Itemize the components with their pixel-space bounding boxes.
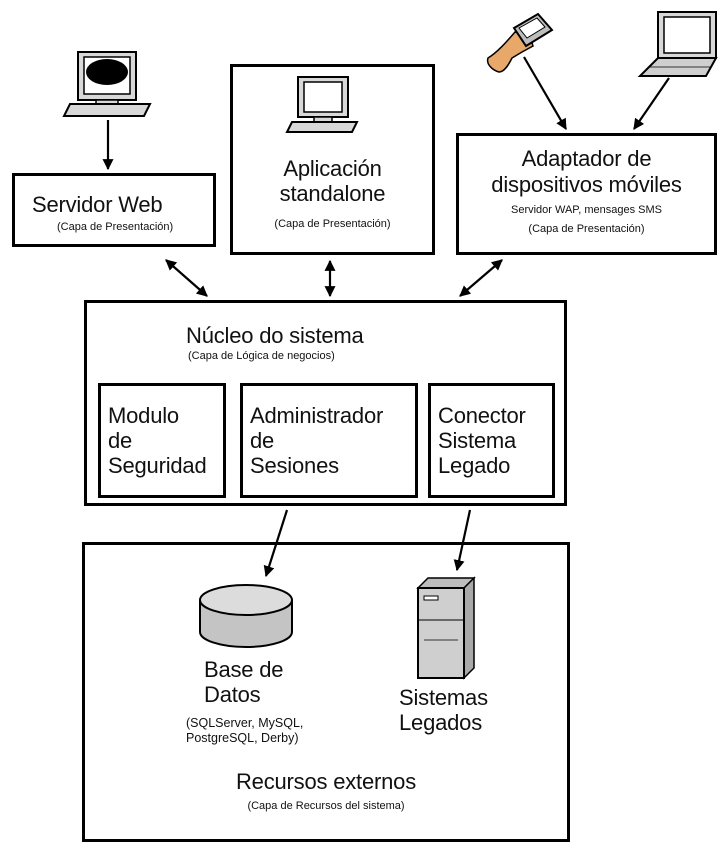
security-module-box: Modulo de Seguridad xyxy=(98,383,226,498)
web-server-layer: (Capa de Presentación) xyxy=(57,221,174,233)
server-icon xyxy=(416,576,476,680)
arrow-laptop-to-adapter xyxy=(633,77,670,130)
desktop-computer-icon xyxy=(285,76,359,133)
resources-layer: (Capa de Recursos del sistema) xyxy=(247,800,405,812)
standalone-title-line2: standalone xyxy=(279,181,386,206)
resources-title: Recursos externos xyxy=(235,769,416,794)
database-line1: Base de xyxy=(204,657,284,682)
mobile-adapter-box: Adaptador de dispositivos móviles Servid… xyxy=(456,133,717,255)
arrow-mobile-core xyxy=(459,259,503,297)
session-manager-line2: de xyxy=(250,428,275,453)
database-icon xyxy=(199,584,293,648)
web-server-box: Servidor Web (Capa de Presentación) xyxy=(12,173,216,247)
legacy-connector-box: Conector Sistema Legado xyxy=(428,383,555,498)
mobile-device-icon xyxy=(486,12,554,73)
arrow-connector-to-legacy xyxy=(453,509,472,572)
session-manager-line3: Sesiones xyxy=(250,453,339,478)
core-layer: (Capa de Lógica de negocios) xyxy=(188,350,335,362)
mobile-title-line2: dispositivos móviles xyxy=(491,172,682,197)
laptop-icon xyxy=(637,11,718,77)
core-system-box: Núcleo do sistema (Capa de Lógica de neg… xyxy=(84,300,567,506)
security-module-line1: Modulo xyxy=(108,403,179,428)
arrow-device-to-adapter xyxy=(523,56,567,130)
legacy-systems-line2: Legados xyxy=(399,710,483,735)
legacy-connector-line3: Legado xyxy=(438,453,511,478)
session-manager-line1: Administrador xyxy=(250,403,384,428)
mobile-layer: (Capa de Presentación) xyxy=(528,223,645,235)
security-module-line3: Seguridad xyxy=(108,453,207,478)
web-server-title: Servidor Web xyxy=(32,192,163,217)
arrow-web-core xyxy=(165,259,208,297)
database-line2: Datos xyxy=(204,682,261,707)
computer-icon xyxy=(62,51,152,117)
standalone-title-line1: Aplicación xyxy=(283,156,382,181)
legacy-connector-line1: Conector xyxy=(438,403,526,428)
legacy-systems-line1: Sistemas xyxy=(399,685,488,710)
legacy-connector-line2: Sistema xyxy=(438,428,517,453)
mobile-detail: Servidor WAP, mensages SMS xyxy=(510,204,662,216)
diagram-art xyxy=(62,11,718,680)
security-module-line2: de xyxy=(108,428,133,453)
standalone-layer: (Capa de Presentación) xyxy=(274,218,391,230)
mobile-title-line1: Adaptador de xyxy=(521,146,652,171)
arrow-sessions-to-database xyxy=(263,509,289,578)
core-title: Núcleo do sistema xyxy=(186,323,364,348)
database-detail-1: (SQLServer, MySQL, xyxy=(186,716,304,730)
database-detail-2: PostgreSQL, Derby) xyxy=(186,731,299,745)
session-manager-box: Administrador de Sesiones xyxy=(240,383,418,498)
